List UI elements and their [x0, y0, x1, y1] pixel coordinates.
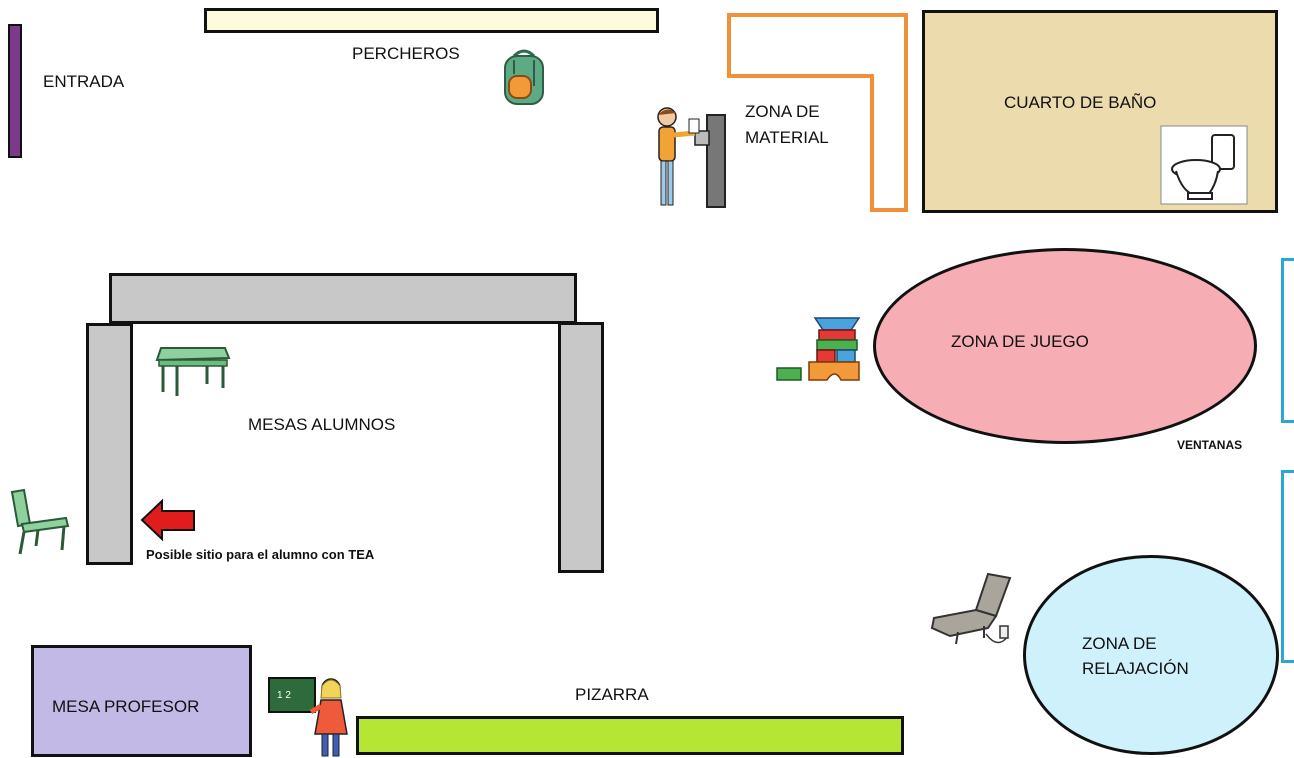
- arrow-left-icon: [140, 498, 195, 542]
- toilet-icon: [1160, 125, 1248, 205]
- zona-juego-area: [873, 248, 1257, 444]
- zona-relajacion-label-line1: ZONA DE: [1082, 634, 1157, 653]
- toy-blocks-icon: [776, 317, 861, 381]
- chair-icon: [10, 488, 70, 555]
- cuarto-bano-label: CUARTO DE BAÑO: [1004, 93, 1157, 112]
- backpack-icon: [504, 49, 544, 105]
- percheros-rack: [204, 8, 659, 33]
- entrada-label: ENTRADA: [43, 72, 125, 91]
- ventanas-label: VENTANAS: [1177, 438, 1243, 452]
- zona-relajacion-area: [1023, 555, 1279, 755]
- mesas-left-table: [86, 323, 133, 565]
- mesas-top-table: [109, 273, 577, 324]
- mesas-alumnos-label: MESAS ALUMNOS: [248, 415, 396, 434]
- zona-material-label-line2: MATERIAL: [745, 128, 829, 147]
- zona-material-label-line1: ZONA DE: [745, 102, 820, 121]
- svg-text:1 2: 1 2: [277, 690, 291, 701]
- percheros-label: PERCHEROS: [352, 44, 460, 63]
- mesa-profesor-desk: [31, 645, 252, 757]
- desk-icon: [155, 347, 231, 396]
- posible-sitio-label: Posible sitio para el alumno con TEA: [146, 547, 375, 562]
- mesas-right-table: [558, 322, 604, 573]
- zona-juego-label: ZONA DE JUEGO: [951, 332, 1089, 351]
- zona-relajacion-label-line2: RELAJACIÓN: [1082, 659, 1189, 678]
- entrada-door: [8, 24, 22, 158]
- teacher-blackboard-icon: 1 2: [268, 677, 348, 757]
- pizarra-label: PIZARRA: [575, 685, 649, 704]
- massage-chair-icon: [930, 572, 1012, 645]
- ventana-window-2: [1281, 470, 1294, 663]
- zona-material-shelf-outline: [727, 13, 908, 212]
- ventana-window-1: [1281, 258, 1294, 423]
- pizarra-board: [356, 716, 904, 755]
- student-at-shelf-icon: [657, 107, 726, 208]
- mesa-profesor-label: MESA PROFESOR: [52, 697, 200, 716]
